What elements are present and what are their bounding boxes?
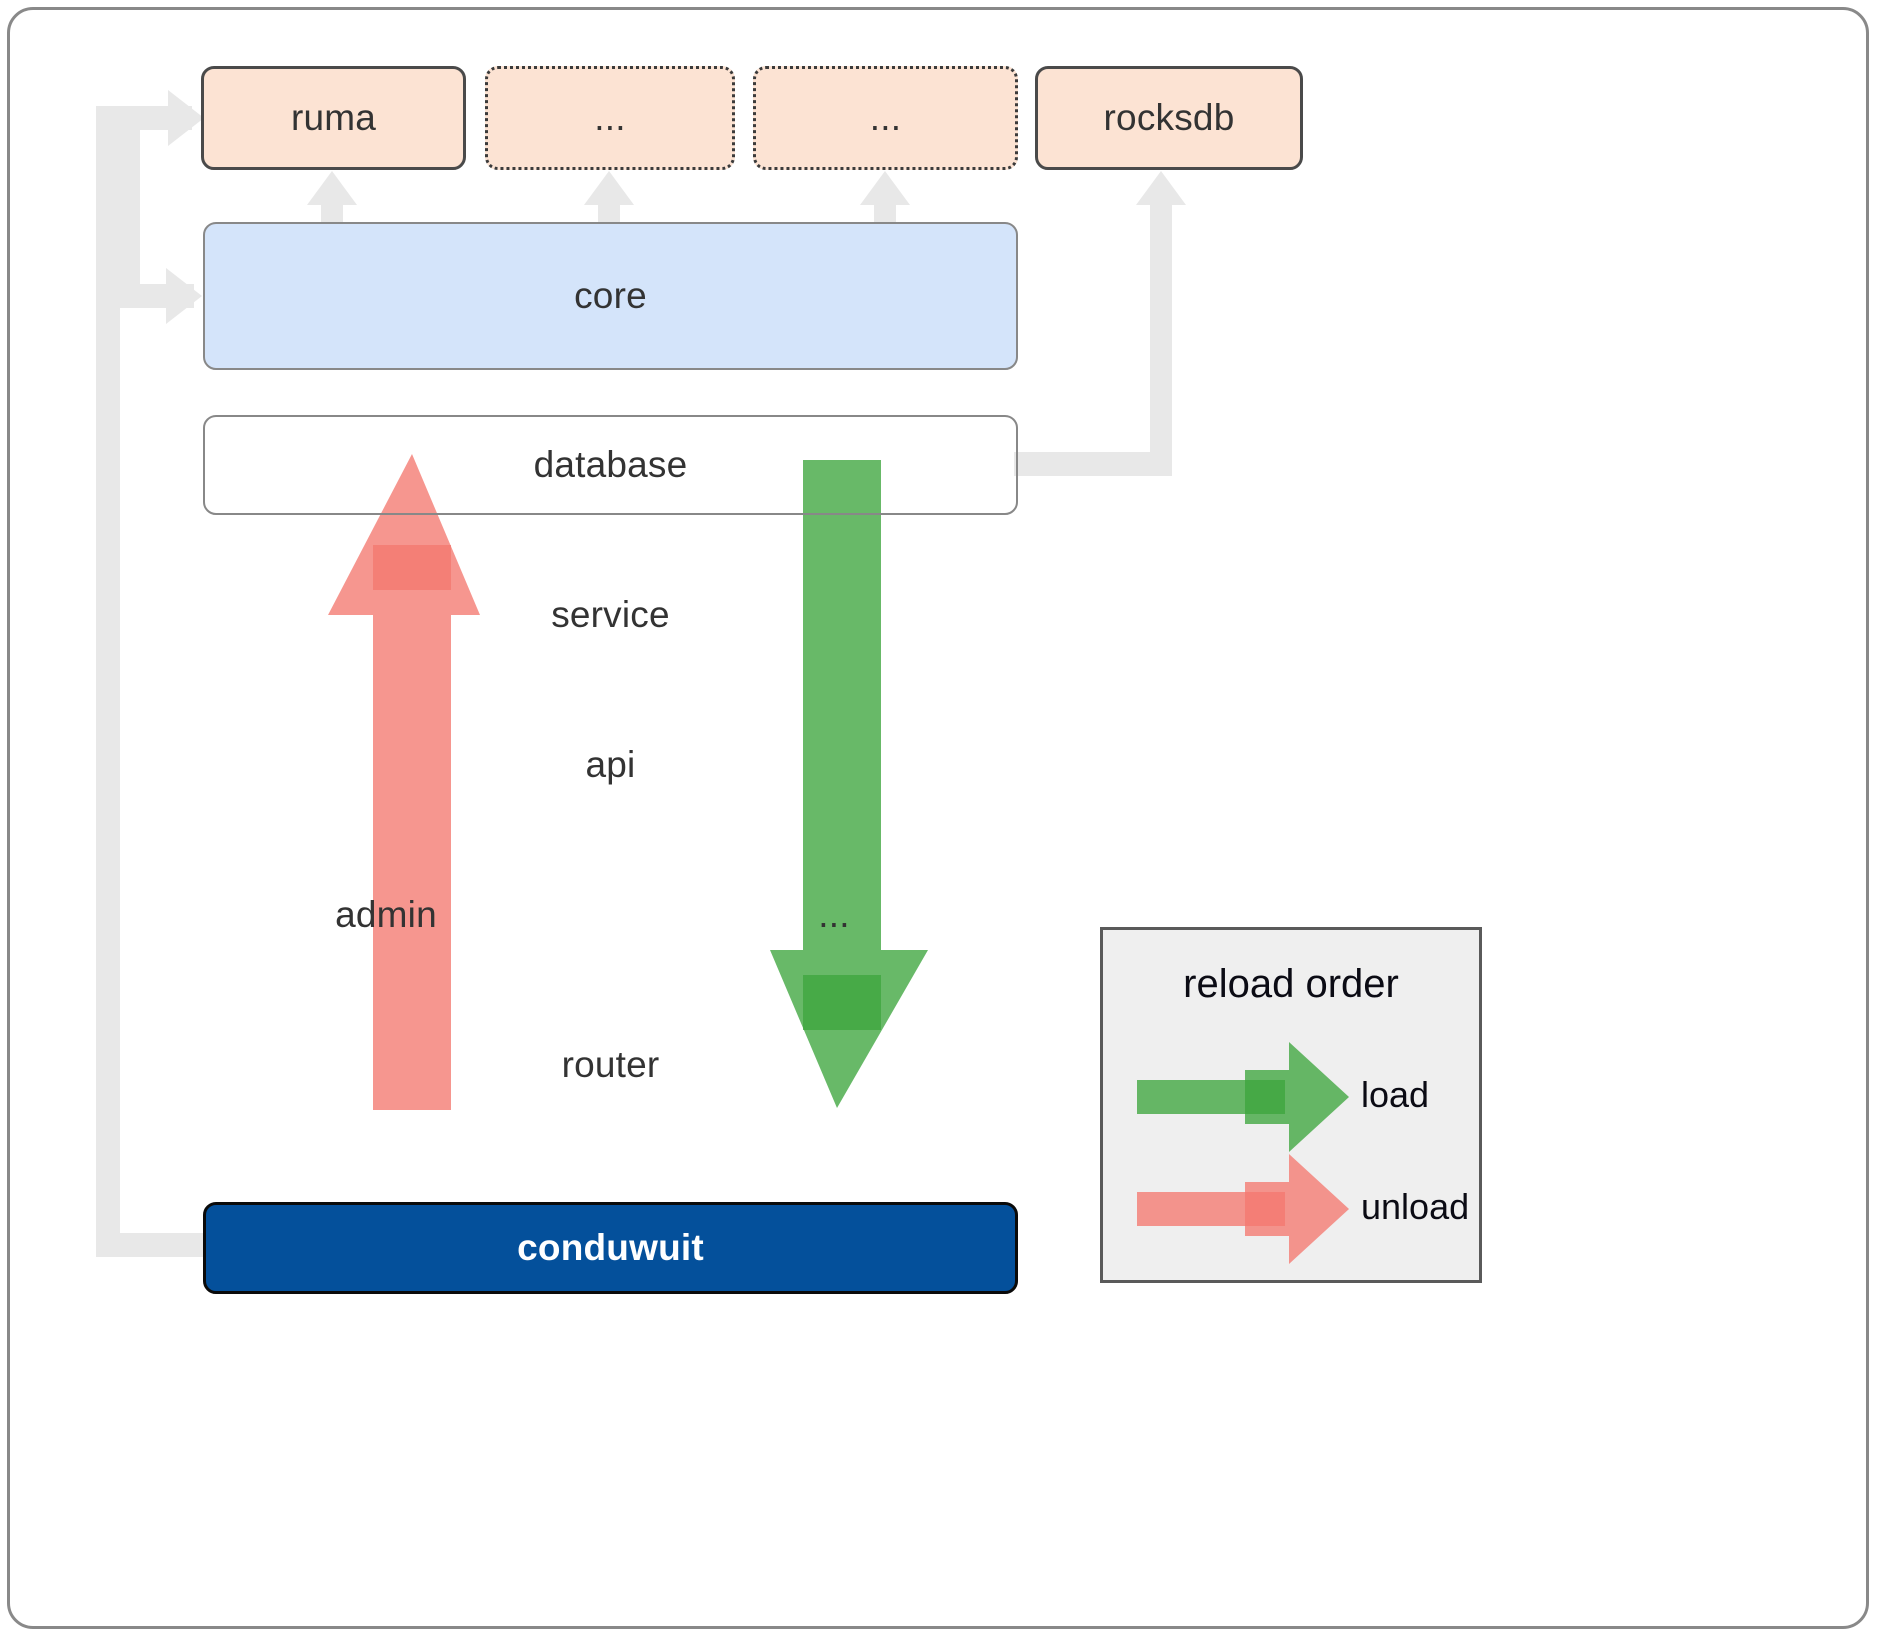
box-rocksdb-label: rocksdb — [1103, 97, 1235, 138]
box-service-label: service — [551, 594, 670, 635]
box-admin[interactable]: admin — [203, 865, 569, 965]
box-api-label: api — [585, 744, 636, 785]
connector-to-core-head — [166, 268, 202, 324]
legend-panel: reload order load unload — [1100, 927, 1482, 1283]
connector-left-trunk — [96, 106, 120, 1257]
legend-load-label: load — [1361, 1074, 1430, 1115]
connector-db-to-rocksdb-horizontal — [1014, 452, 1172, 476]
box-api[interactable]: api — [203, 715, 1018, 815]
box-router-label: router — [561, 1044, 660, 1085]
box-ellipsis-top-2-label: ... — [869, 97, 902, 138]
box-ruma-label: ruma — [290, 97, 377, 138]
legend-title: reload order — [1183, 962, 1399, 1006]
box-ellipsis-top-1-label: ... — [594, 97, 626, 138]
box-database-label: database — [533, 444, 688, 485]
box-ruma[interactable]: ruma — [201, 66, 466, 170]
connector-core-to-dots1-head — [584, 171, 634, 205]
box-admin-label: admin — [335, 894, 437, 935]
connector-core-to-dots2-head — [860, 171, 910, 205]
box-ellipsis-top-2[interactable]: ... — [753, 66, 1018, 170]
box-router[interactable]: router — [203, 1015, 1018, 1115]
connector-db-to-rocksdb-head — [1136, 171, 1186, 205]
box-database[interactable] — [203, 415, 1018, 515]
legend-unload-label: unload — [1361, 1186, 1470, 1227]
box-rocksdb[interactable]: rocksdb — [1035, 66, 1303, 170]
connector-core-to-ruma-head — [307, 171, 357, 205]
connector-branch-vertical — [118, 130, 140, 284]
box-conduwuit-label: conduwuit — [517, 1227, 704, 1268]
box-ellipsis-top-1[interactable]: ... — [485, 66, 735, 170]
box-ellipsis-bottom-label: ... — [818, 894, 850, 935]
box-core-label: core — [574, 275, 647, 316]
box-core[interactable]: core — [203, 222, 1018, 370]
connector-db-to-rocksdb-vertical — [1150, 196, 1172, 476]
box-ellipsis-bottom[interactable]: ... — [650, 865, 1018, 965]
legend-unload-arrow — [1137, 1154, 1349, 1264]
box-conduwuit[interactable]: conduwuit — [203, 1202, 1018, 1294]
connector-to-ruma-head — [168, 90, 204, 146]
legend-load-arrow — [1137, 1042, 1349, 1152]
box-database-label-wrap[interactable]: database — [203, 415, 1018, 515]
box-service[interactable]: service — [203, 565, 1018, 665]
